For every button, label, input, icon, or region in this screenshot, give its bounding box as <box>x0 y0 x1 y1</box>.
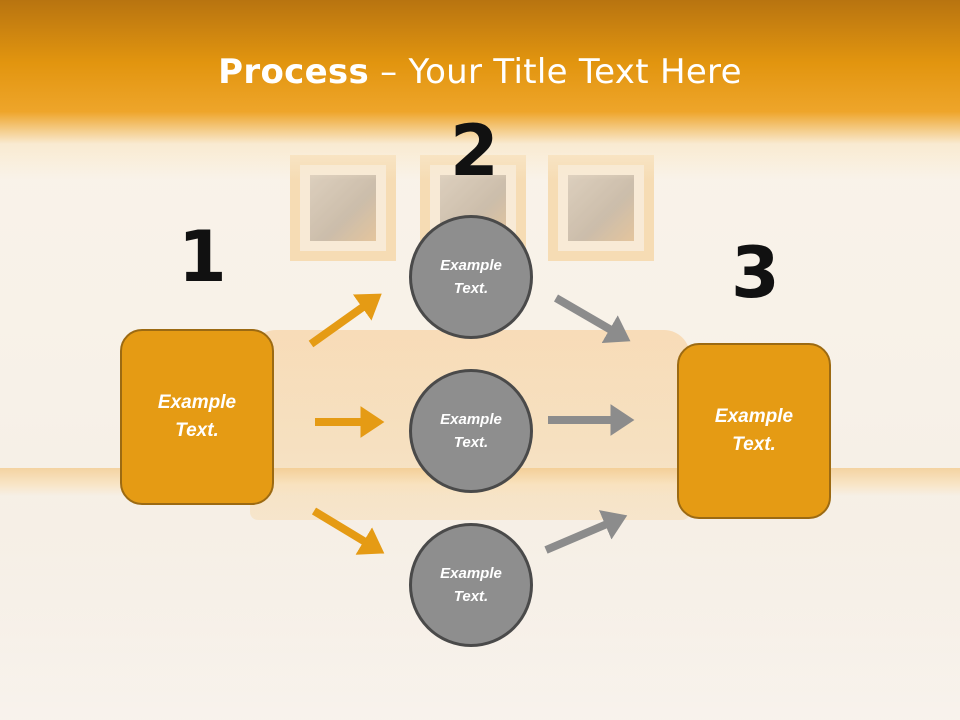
title-rest: – Your Title Text Here <box>369 52 742 92</box>
title-bar <box>0 0 960 180</box>
step-1-text: Example Text. <box>157 391 237 442</box>
step-1-box[interactable]: Example Text. <box>120 329 274 505</box>
step-2-circle-top[interactable]: Example Text. <box>409 215 533 339</box>
arrow-1-to-2-top <box>308 293 382 348</box>
slide-title: Process – Your Title Text Here <box>0 52 960 92</box>
step-2-circle-middle[interactable]: Example Text. <box>409 369 533 493</box>
step-number-2: 2 <box>450 110 499 192</box>
step-2-circle-bottom-text: Example Text. <box>440 564 502 605</box>
arrow-1-to-2-bottom <box>311 507 385 555</box>
background-picture-frame <box>548 155 654 261</box>
title-bold: Process <box>218 52 370 92</box>
step-2-circle-bottom[interactable]: Example Text. <box>409 523 533 647</box>
step-2-circle-middle-text: Example Text. <box>440 410 502 451</box>
step-2-circle-top-text: Example Text. <box>440 256 502 297</box>
step-number-3: 3 <box>731 232 780 314</box>
step-3-box[interactable]: Example Text. <box>677 343 831 519</box>
step-3-text: Example Text. <box>714 405 794 456</box>
arrow-2-bottom-to-3 <box>544 510 628 554</box>
step-number-1: 1 <box>178 216 227 298</box>
arrow-2-top-to-3 <box>553 294 631 344</box>
